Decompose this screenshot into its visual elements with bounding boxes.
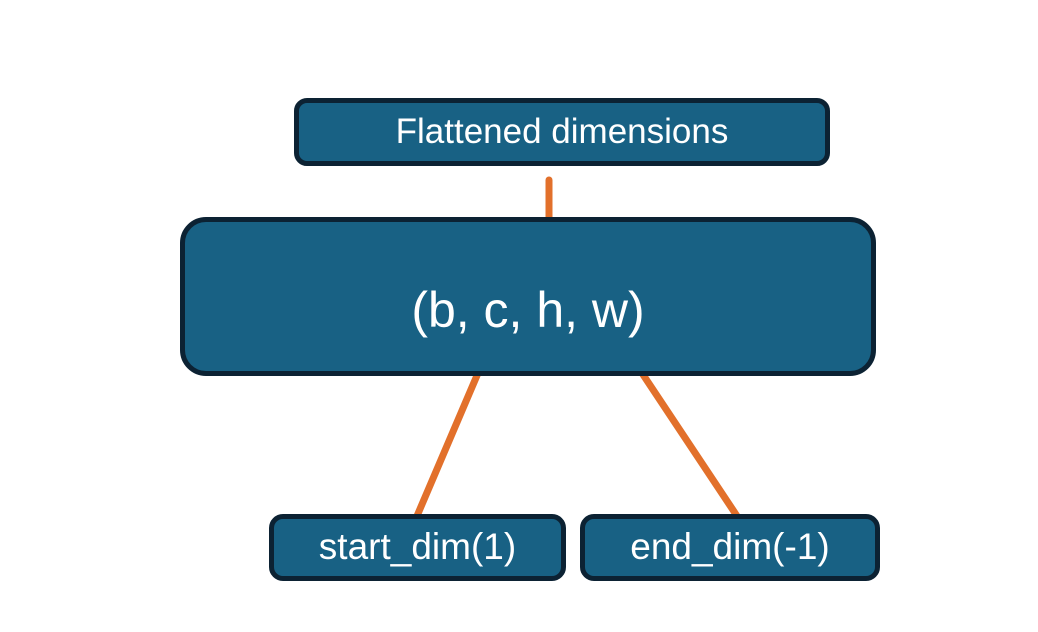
node-start-dim-label: start_dim(1) [318, 526, 517, 568]
node-tensor-shape-label: (b, c, h, w) [411, 282, 645, 339]
node-end-dim: end_dim(-1) [580, 514, 880, 581]
node-flattened-dimensions-label: Flattened dimensions [395, 111, 729, 151]
node-start-dim: start_dim(1) [269, 514, 566, 581]
node-end-dim-label: end_dim(-1) [630, 526, 830, 568]
node-flattened-dimensions: Flattened dimensions [294, 98, 830, 166]
node-tensor-shape: (b, c, h, w) [180, 217, 876, 376]
